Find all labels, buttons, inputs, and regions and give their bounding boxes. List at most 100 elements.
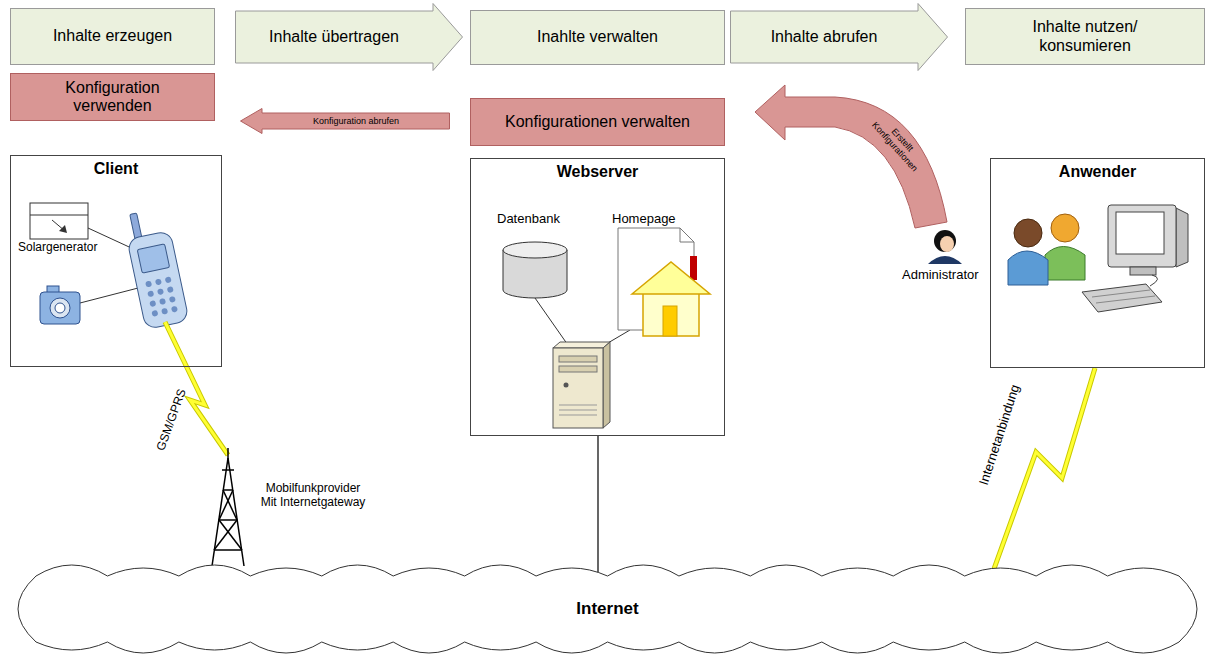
label-text: Homepage: [612, 212, 676, 227]
server-vent: [559, 405, 597, 406]
house-wall: [643, 292, 699, 336]
phone-key: [165, 276, 172, 283]
admin-face: [940, 236, 954, 252]
node-text: Konfigurationen verwalten: [505, 113, 690, 131]
tower-brace: [214, 520, 237, 550]
tower-bar: [214, 549, 242, 551]
mobile-phone: [122, 207, 189, 330]
curved-arrow-shape: [755, 85, 947, 228]
phone-key: [167, 286, 174, 293]
server-side: [603, 342, 610, 428]
phone-key: [169, 296, 176, 303]
keyboard: [1082, 284, 1162, 312]
phone-key: [161, 308, 168, 315]
server-drive: [559, 356, 597, 362]
process-box: Inhalte erzeugen: [10, 8, 215, 65]
node-text: Inahlte verwalten: [537, 28, 658, 46]
config-box: Konfigurationen verwalten: [470, 98, 725, 146]
camera-lens: [50, 298, 70, 318]
monitor-side: [1176, 208, 1188, 267]
box-heading: Webserver: [557, 163, 639, 181]
label-holder: Datenbank: [497, 212, 560, 227]
block-arrow-shape: [241, 109, 450, 134]
panel-frame: [30, 203, 88, 239]
monitor-stand: [1130, 267, 1156, 275]
user-body: [1008, 251, 1048, 285]
block-arrow: Inhalte übertragen: [235, 3, 463, 71]
tower-brace: [223, 490, 237, 520]
tower-mast: [227, 448, 229, 458]
phone-key: [151, 310, 158, 317]
node-text: Inhalte abrufen: [771, 28, 878, 46]
edge-label-holder: Internetanbindung: [977, 383, 1024, 487]
component-box: Webserver: [470, 158, 725, 436]
block-arrow-shape: [236, 4, 463, 71]
component-box: Anwender: [990, 158, 1205, 368]
keyboard-keys: [1092, 290, 1150, 297]
curved-arrow: Erstellt Konfigurationen: [755, 82, 950, 232]
label-holder: Administrator: [902, 268, 979, 283]
phone-key: [149, 300, 156, 307]
node-text: Inhalte erzeugen: [53, 27, 172, 45]
tower-brace: [219, 490, 233, 520]
server-vent: [559, 415, 597, 416]
wire: [80, 287, 142, 303]
label-holder: GSM/GPRS: [154, 387, 189, 453]
phone-key: [159, 298, 166, 305]
user-head: [1014, 219, 1042, 247]
cloud-shape-shape: [18, 565, 1197, 653]
admin-hair: [934, 230, 956, 252]
label-text: Mobilfunkprovider Mit Internetgateway: [258, 482, 368, 510]
label-text: GSM/GPRS: [154, 387, 189, 453]
process-box: Inahlte verwalten: [470, 10, 725, 65]
document-fold: [680, 228, 694, 242]
node-text: Inhalte übertragen: [269, 28, 399, 46]
phone-screen: [137, 244, 169, 273]
users-icon: [1008, 214, 1085, 285]
node-text: Inhalte nutzen/ konsumieren: [1010, 18, 1160, 55]
house-roof: [632, 262, 710, 294]
label-holder: Solargenerator: [18, 241, 97, 255]
block-arrow: Konfiguration abrufen: [240, 108, 450, 134]
camera: [40, 286, 80, 324]
edge-label: Internetanbindung: [977, 383, 1024, 487]
phone-key: [171, 306, 178, 313]
box-heading: Client: [94, 160, 138, 178]
keyboard-cable: [1150, 275, 1158, 286]
block-arrow: Inhalte abrufen: [730, 3, 948, 71]
phone-body: [127, 230, 189, 329]
radio-tower: [212, 448, 244, 566]
label-text: Solargenerator: [18, 241, 97, 255]
cloud-shape: Internet: [8, 558, 1207, 660]
lightning-bolt: [165, 322, 228, 455]
server-tower: [553, 342, 610, 428]
cylinder-top: [503, 242, 567, 258]
panel-divider: [30, 215, 88, 216]
wire: [535, 298, 570, 348]
phone-key: [145, 280, 152, 287]
server-drive: [559, 366, 597, 372]
box-heading: Anwender: [1059, 163, 1136, 181]
block-arrow-shape: [731, 4, 948, 71]
server-vent: [559, 410, 597, 411]
homepage-icon: [618, 228, 710, 336]
administrator-icon: [928, 230, 962, 264]
server-button: [564, 383, 569, 388]
user-body: [1045, 247, 1085, 281]
process-box: Inhalte nutzen/ konsumieren: [965, 8, 1205, 65]
user-head: [1051, 214, 1079, 242]
tower-bar: [223, 489, 233, 491]
server-top: [553, 342, 610, 348]
lightning-bolt: [165, 322, 228, 455]
tower-bar: [219, 519, 237, 521]
house-door: [663, 306, 677, 336]
phone-key: [147, 290, 154, 297]
solar-panel: [30, 203, 88, 239]
admin-body: [928, 256, 962, 264]
phone-key: [157, 288, 164, 295]
server-front: [553, 348, 603, 428]
tower-bar: [222, 469, 234, 471]
monitor-screen: [1116, 212, 1164, 254]
